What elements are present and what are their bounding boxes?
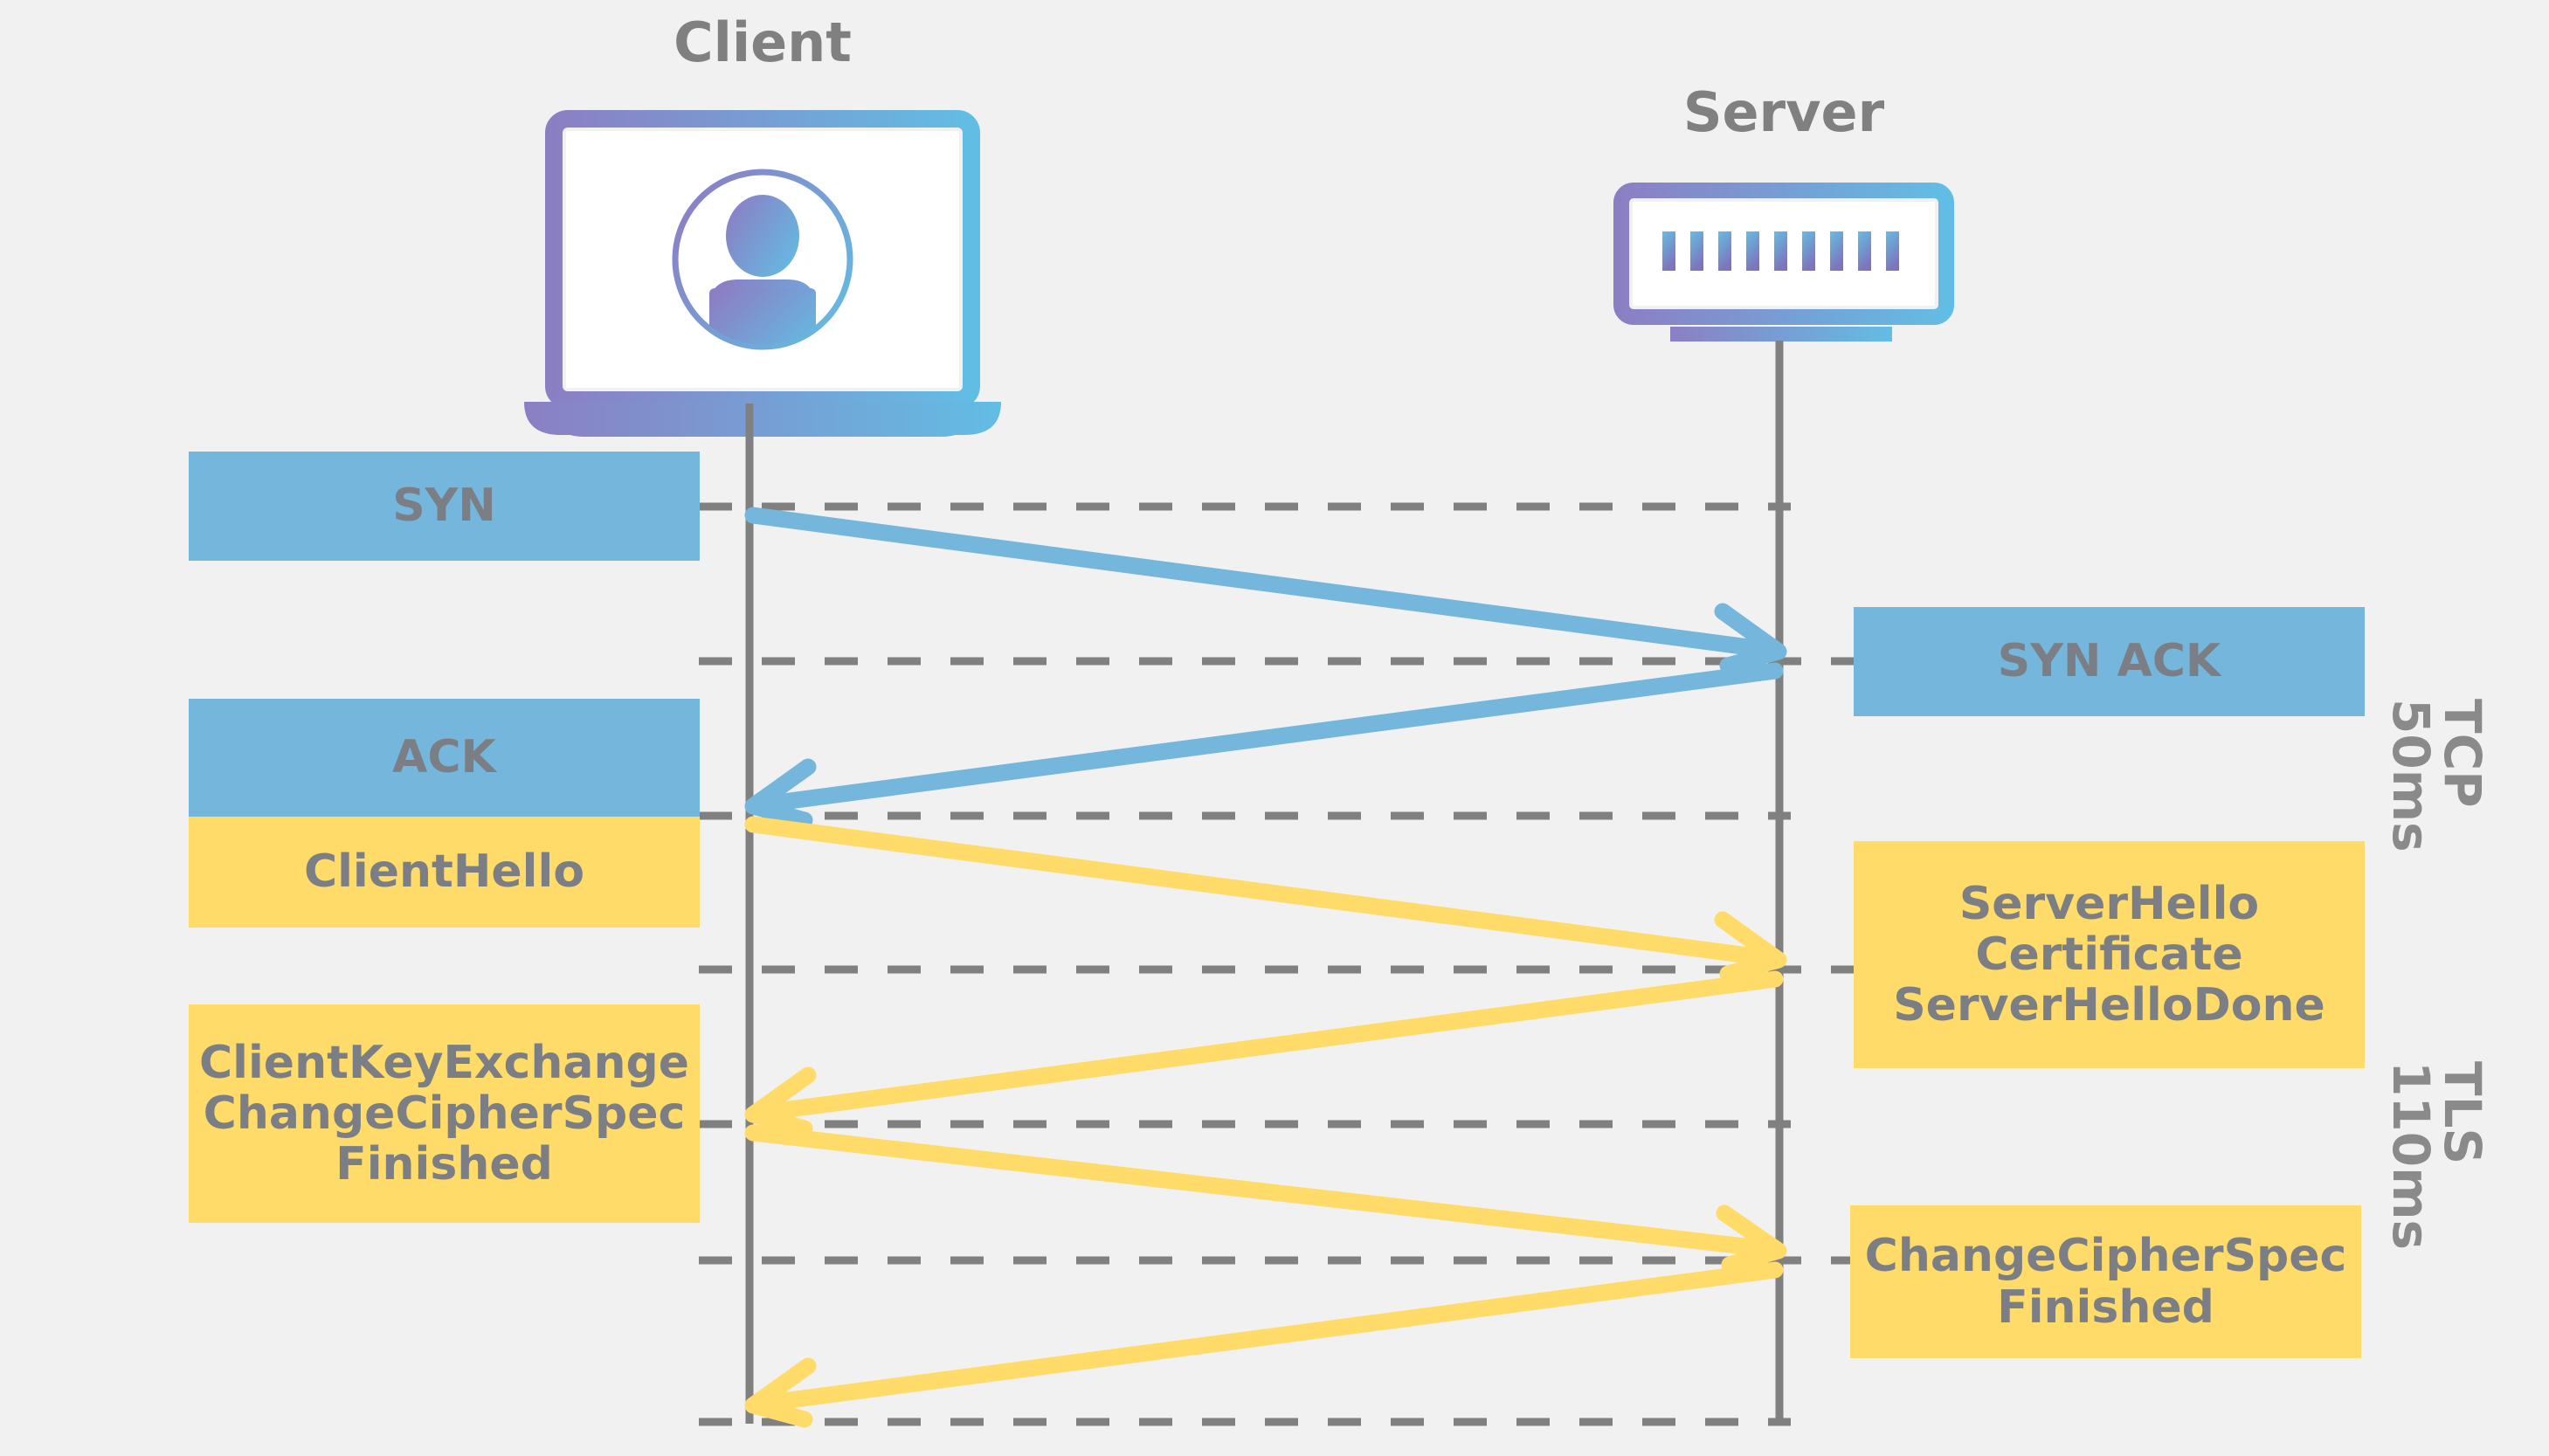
message-label-sccs-1: ChangeCipherSpec — [1864, 1230, 2347, 1283]
message-label-syn: SYN — [392, 480, 496, 533]
message-label-sh-3: ServerHelloDone — [1893, 979, 2325, 1032]
message-box-server-change-cipher[interactable]: ChangeCipherSpec Finished — [1850, 1205, 2361, 1358]
message-label-cke-3: Finished — [335, 1138, 553, 1191]
arrow-syn-ack — [744, 662, 1784, 829]
phase-time-tcp: 50ms — [2380, 699, 2441, 852]
message-label-cke-1: ClientKeyExchange — [198, 1036, 689, 1089]
arrow-client-hello — [744, 816, 1787, 983]
server-rack-icon — [1613, 183, 1954, 342]
client-title: Client — [674, 10, 852, 74]
laptop-user-icon — [524, 110, 1001, 437]
arrow-server-change-cipher — [744, 1261, 1784, 1428]
message-label-cke-2: ChangeCipherSpec — [203, 1087, 686, 1140]
phase-label-tls: TLS 110ms — [2380, 1061, 2492, 1251]
message-label-sh-2: Certificate — [1975, 928, 2243, 981]
arrow-syn — [744, 507, 1787, 674]
message-label-sh-1: ServerHello — [1958, 877, 2260, 930]
message-box-client-hello[interactable]: ClientHello — [189, 817, 700, 928]
phase-label-tcp: TCP 50ms — [2380, 699, 2492, 852]
server-title: Server — [1682, 80, 1885, 144]
message-box-client-key-exchange[interactable]: ClientKeyExchange ChangeCipherSpec Finis… — [189, 1004, 700, 1223]
dashed-rails — [699, 502, 1904, 1426]
message-box-server-hello[interactable]: ServerHello Certificate ServerHelloDone — [1854, 841, 2365, 1068]
phase-name-tcp: TCP — [2433, 699, 2492, 808]
arrow-client-key-exchange — [744, 1124, 1787, 1273]
message-box-syn[interactable]: SYN — [189, 452, 700, 561]
message-box-ack[interactable]: ACK — [189, 699, 700, 817]
arrow-server-hello — [744, 970, 1784, 1137]
message-label-syn-ack: SYN ACK — [1997, 635, 2221, 688]
phase-name-tls: TLS — [2433, 1061, 2492, 1165]
message-label-ack: ACK — [392, 731, 496, 784]
message-label-client-hello: ClientHello — [303, 845, 585, 899]
message-label-sccs-2: Finished — [1997, 1280, 2214, 1334]
message-box-syn-ack[interactable]: SYN ACK — [1854, 607, 2365, 716]
phase-time-tls: 110ms — [2380, 1061, 2441, 1251]
